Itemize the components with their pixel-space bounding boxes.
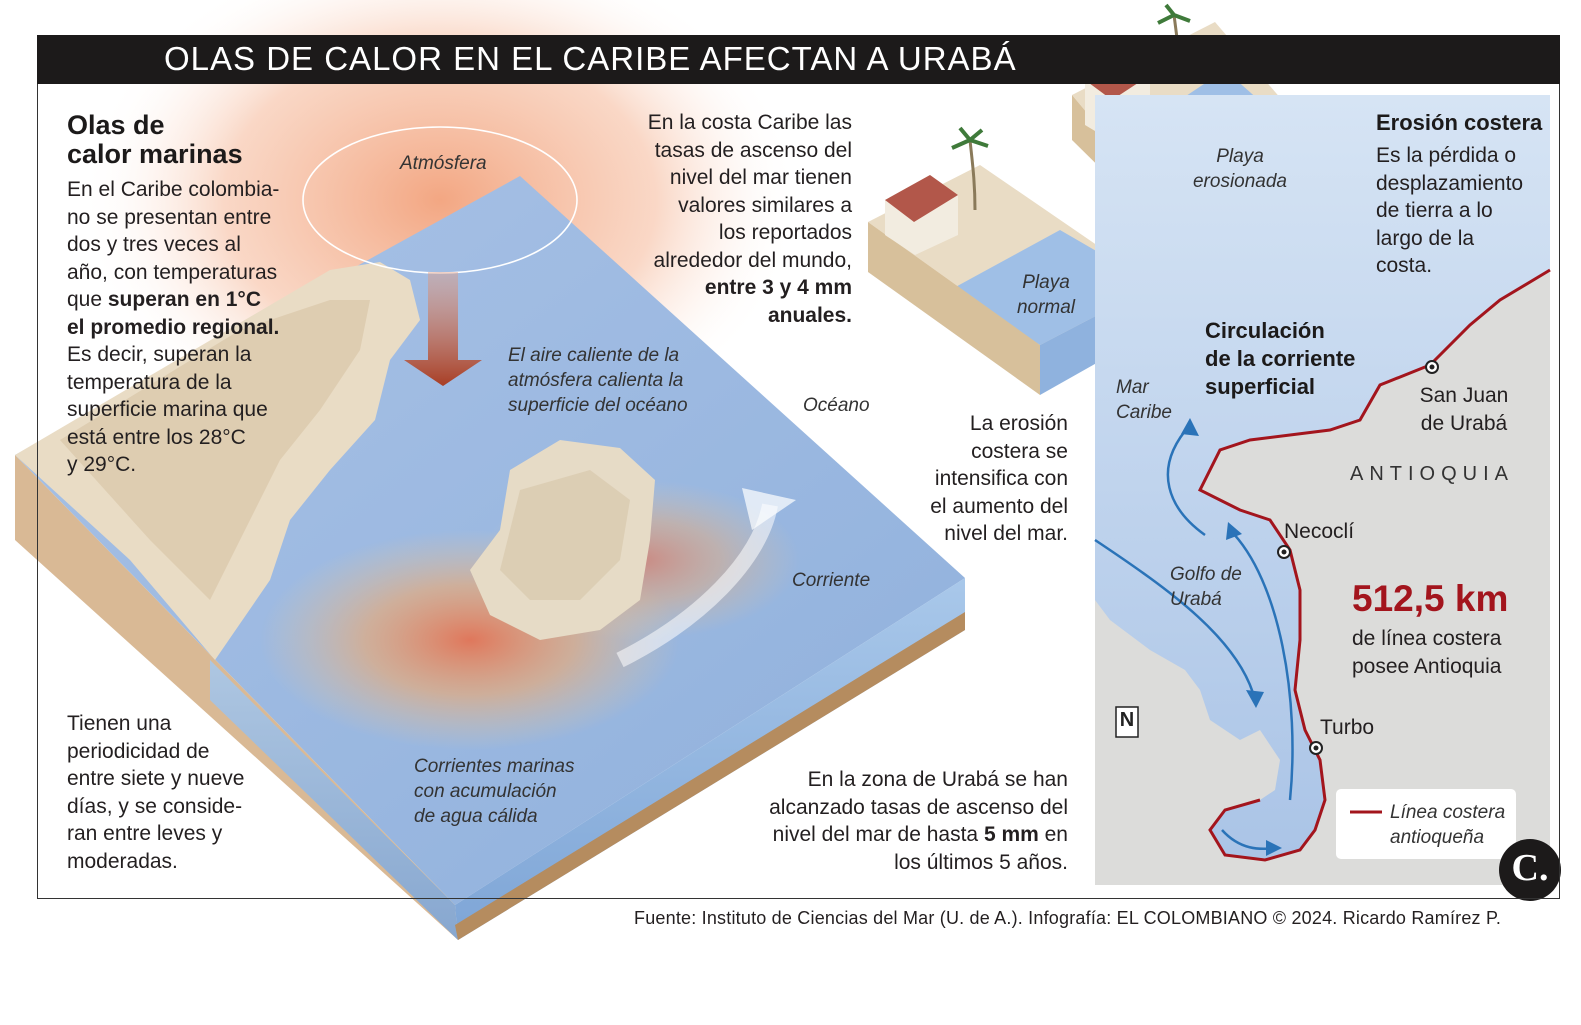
town-label-necocli: Necoclí <box>1284 520 1355 543</box>
periodicity-text: Tienen una periodicidad de entre siete y… <box>67 712 245 873</box>
caribbean-sea-label: Mar Caribe <box>1116 377 1172 423</box>
title-bar <box>37 35 1560 84</box>
legend-box <box>1336 789 1516 859</box>
map-land <box>1095 270 1550 885</box>
intro-heading: Olas de calor marinas <box>67 110 243 169</box>
normal-beach-label: Playa normal <box>1016 272 1076 318</box>
erosion-note-text: La erosión costera se intensifica con el… <box>930 412 1068 545</box>
logo-text: C. <box>1511 847 1549 889</box>
uraba-rise-text: En la zona de Urabá se han alcanzado tas… <box>769 768 1068 874</box>
coast-km-value: 512,5 km <box>1352 578 1509 619</box>
north-arrow-icon <box>1115 706 1139 738</box>
el-colombiano-logo-icon <box>1499 839 1561 901</box>
town-label-turbo: Turbo <box>1320 716 1375 739</box>
source-credit: Fuente: Instituto de Ciencias del Mar (U… <box>634 908 1502 928</box>
region-label: ANTIOQUIA <box>1350 463 1515 485</box>
warm-currents-label: Corrientes marinas con acumulación de ag… <box>414 756 575 827</box>
hot-air-label: El aire caliente de la atmósfera calient… <box>508 345 688 416</box>
heat-down-arrow <box>404 272 482 386</box>
circulation-arrow-gulf <box>1094 538 1257 701</box>
erosion-heading: Erosión costera <box>1376 110 1543 135</box>
sea-level-global-text: En la costa Caribe las tasas de ascenso … <box>647 111 852 327</box>
eroded-beach-label: Playa erosionada <box>1192 146 1288 192</box>
current-arrow <box>616 503 778 668</box>
ocean-block-diagram <box>15 0 965 940</box>
coast-km-text: de línea costera posee Antioquia <box>1352 627 1502 678</box>
uraba-map <box>1094 95 1551 885</box>
current-label: Corriente <box>792 570 871 591</box>
circulation-arrow-north <box>1166 424 1206 537</box>
legend-label: Línea costera antioqueña <box>1390 802 1506 848</box>
ocean-label: Océano <box>803 395 870 416</box>
intro-text: En el Caribe colombia- no se presentan e… <box>67 178 280 476</box>
erosion-definition: Es la pérdida o desplazamiento de tierra… <box>1376 144 1524 277</box>
north-label: N <box>1119 709 1135 731</box>
page-title: OLAS DE CALOR EN EL CARIBE AFECTAN A URA… <box>164 40 1017 77</box>
town-label-san-juan: San Juan de Urabá <box>1419 384 1509 435</box>
atmosphere-label: Atmósfera <box>400 153 487 174</box>
circulation-heading: Circulación de la corriente superficial <box>1205 318 1356 399</box>
gulf-label: Golfo de Urabá <box>1170 564 1242 610</box>
